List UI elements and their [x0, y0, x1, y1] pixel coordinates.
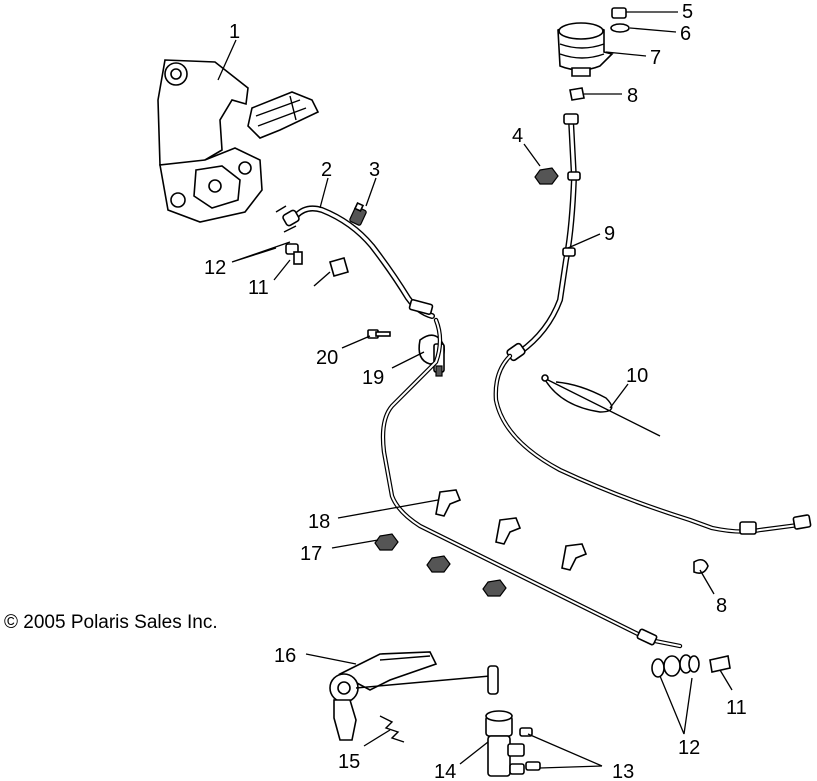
callout-9: 9 [604, 223, 615, 245]
callout-1: 1 [229, 21, 240, 43]
callout-10: 10 [626, 365, 648, 387]
master-cylinder [485, 710, 541, 777]
copyright-notice: © 2005 Polaris Sales Inc. [4, 612, 218, 633]
flange-nuts [374, 533, 507, 597]
bolt-20 [367, 329, 391, 339]
callout-7: 7 [650, 47, 661, 69]
upper-brake-hose [282, 205, 435, 319]
callout-13: 13 [612, 761, 634, 781]
brake-caliper-assembly [157, 59, 320, 223]
brake-pedal [329, 651, 499, 741]
callout-15: 15 [338, 751, 360, 773]
callout-19: 19 [362, 367, 384, 389]
washers-right [651, 654, 731, 678]
fittings-left [275, 205, 349, 287]
callout-labels: 1 2 3 4 5 6 7 8 8 9 10 11 11 12 12 13 14… [204, 1, 747, 781]
callout-8-lower: 8 [716, 595, 727, 617]
fitting-8-right [693, 558, 709, 574]
callout-17: 17 [300, 543, 322, 565]
callout-11-right: 11 [726, 697, 747, 719]
brake-fluid-reservoir [557, 7, 630, 101]
brake-line-lower [380, 317, 683, 649]
callout-2: 2 [321, 159, 332, 181]
callout-8-upper: 8 [627, 85, 638, 107]
callout-18: 18 [308, 511, 330, 533]
callout-12-left: 12 [204, 257, 226, 279]
callout-3: 3 [369, 159, 380, 181]
return-spring [379, 715, 405, 743]
callout-12-right: 12 [678, 737, 700, 759]
leader-lines [217, 11, 733, 769]
brake-line-right [493, 353, 812, 535]
bolt-4 [534, 167, 559, 185]
callout-20: 20 [316, 347, 338, 369]
callout-16: 16 [274, 645, 296, 667]
callout-6: 6 [680, 23, 691, 45]
callout-11-left: 11 [248, 277, 269, 299]
hose-clip [349, 201, 367, 226]
callout-5: 5 [682, 1, 693, 23]
line-clips [435, 489, 588, 571]
cable-tie [541, 374, 661, 437]
reservoir-hose [506, 113, 581, 362]
callout-4: 4 [512, 125, 523, 147]
callout-14: 14 [434, 761, 456, 781]
